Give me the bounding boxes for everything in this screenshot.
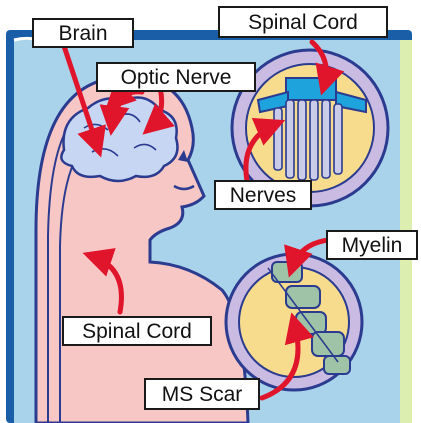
optic-nerve-label: Optic Nerve	[96, 62, 256, 92]
spinal-cord-top-label: Spinal Cord	[218, 6, 388, 38]
ms-scar-label: MS Scar	[144, 378, 260, 410]
nerves-label: Nerves	[214, 180, 312, 210]
brain-label: Brain	[32, 18, 134, 48]
spinal-cord-body-label: Spinal Cord	[62, 316, 212, 346]
myelin-label: Myelin	[326, 230, 418, 260]
